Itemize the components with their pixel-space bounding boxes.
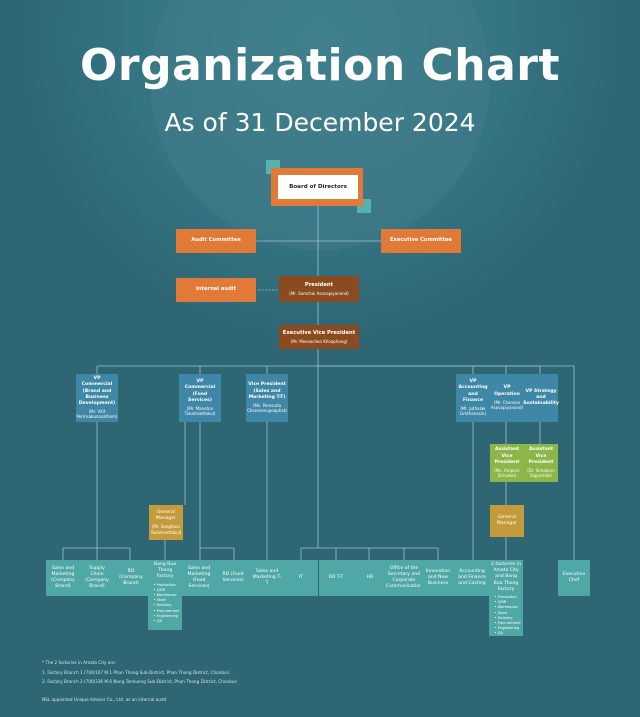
- dept-sales-marketing-tt: Sales and Marketing T-T: [250, 560, 284, 596]
- footnote-intro: * The 2 factories in Amata City are:: [42, 660, 116, 665]
- dept-supply-chain-brand: Supply Chain (Company Brand): [80, 560, 114, 596]
- footnote-internal-audit: NSL appointed Unique Advisor Co., Ltd. a…: [42, 697, 167, 702]
- general-manager-operation: General Manager: [490, 505, 524, 537]
- vp-accounting-finance: VP Accounting and Finance(Mr. Juthalak L…: [456, 374, 490, 422]
- footnote-factory-1: 1. Factory Branch 1 (700/107 M.1 Phan Th…: [42, 670, 230, 675]
- executive-vice-president: Executive Vice President (Mr. Meesochon …: [279, 325, 359, 349]
- president: President (Mr. Somchai Asavapiyanond): [279, 276, 359, 302]
- executive-committee: Executive Committee: [381, 229, 461, 253]
- factory-unit-list: ProductionQMRWarehouseStore DeliveryProc…: [150, 583, 180, 625]
- dept-factories-amata-bbt: 2 factories in Amata City and Bang Bua T…: [489, 560, 523, 636]
- assistant-vp-2: Assistant Vice President(Dr. Simaporn Sa…: [524, 444, 558, 482]
- dept-executive-chef: Executive Chef: [558, 560, 590, 596]
- page-title: Organization Chart: [79, 40, 561, 91]
- dept-bang-bua-thong-factory: Bang Bua Thong Factory ProductionQMRWare…: [148, 560, 182, 630]
- dept-hr: HR: [353, 560, 387, 596]
- dept-rd-tt: RD T-T: [319, 560, 353, 596]
- internal-audit: Internal audit: [176, 278, 256, 302]
- factory-unit-list-2: ProductionQMRWarehouseStore DeliveryProc…: [491, 595, 521, 637]
- dept-sales-marketing-food: Sales and Marketing (Food Services): [182, 560, 216, 596]
- audit-committee: Audit Committee: [176, 229, 256, 253]
- footnote-factory-2: 2. Factory Branch 2 (700/336 M.6 Nong Ta…: [42, 679, 238, 684]
- board-of-directors: Board of Directors: [278, 175, 358, 199]
- vp-sales-marketing-tt: Vice President (Sales and Marketing T-T)…: [246, 374, 288, 422]
- general-manager-food: General Manager(Mr. Sangtaun Tanomsettak…: [149, 505, 183, 540]
- vp-strategy-sustainability: VP Strategy and Sustainability: [523, 374, 559, 422]
- dept-sales-marketing-brand: Sales and Marketing (Company Brand): [46, 560, 80, 596]
- dept-innovation-new-business: Innovation and New Business: [421, 560, 455, 596]
- dept-secretary-corporate-comm: Office of the Secretary and Corporate Co…: [386, 560, 422, 596]
- vp-brand-business: VP Commercial (Brand and Business Develo…: [76, 374, 118, 422]
- dept-rd-brand: RD (Company Brand): [114, 560, 148, 596]
- dept-rd-food: RD (Food Services): [216, 560, 250, 596]
- dept-accounting-finance-costing: Accounting and Finance and Costing: [455, 560, 489, 596]
- page-subtitle: As of 31 December 2024: [164, 108, 476, 137]
- dept-it: IT: [284, 560, 318, 596]
- vp-food-services: VP Commercial (Food Services)(Mr. Manoto…: [179, 374, 221, 422]
- vp-operation: VP Operation(Mr. Chansan Asavapiyanond): [490, 374, 524, 422]
- assistant-vp-1: Assistant Vice President(Ms. Amporn Siri…: [490, 444, 524, 482]
